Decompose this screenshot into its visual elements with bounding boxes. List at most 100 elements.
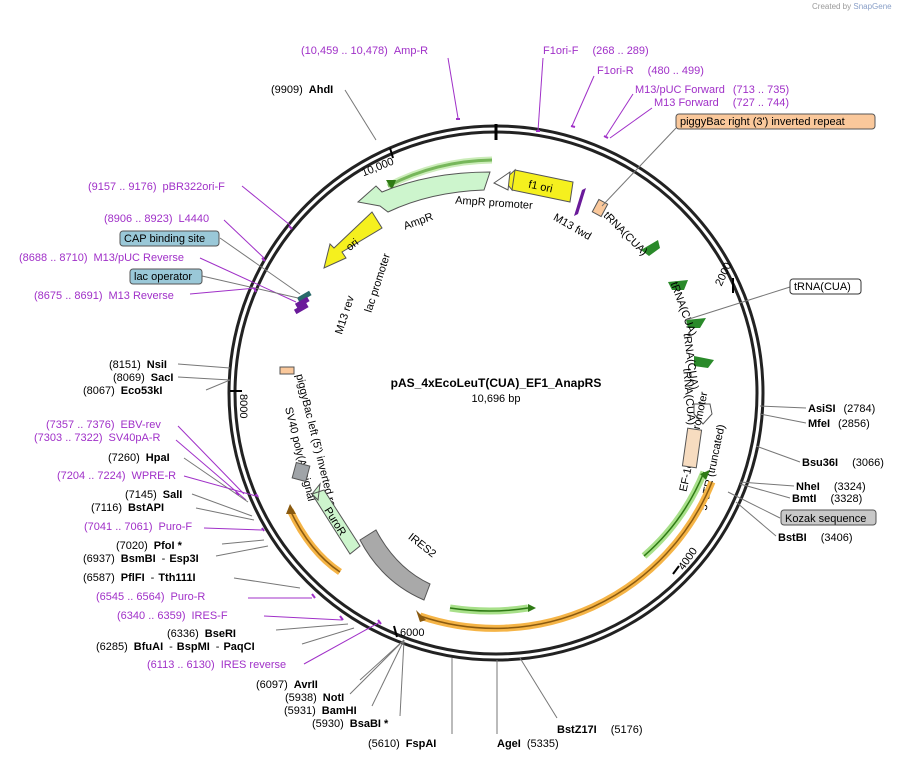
anaprs-green-track-line (449, 607, 529, 612)
ampr-arrow (356, 171, 491, 213)
svg-text:(8675 .. 8691)M13 Reverse: (8675 .. 8691)M13 Reverse (34, 290, 174, 302)
svg-text:M13 Forward(727 .. 744): M13 Forward(727 .. 744) (654, 97, 789, 109)
enzyme-pfoi[interactable]: (7020)PfoI * (116, 539, 265, 552)
svg-text:NheI(3324): NheI(3324) (796, 481, 866, 493)
feature-cap-binding-site[interactable]: CAP binding site (119, 230, 301, 295)
enzyme-hpai[interactable]: (7260)HpaI (108, 452, 249, 503)
ampr-track-arrow (386, 180, 396, 190)
enzyme-bsmbi[interactable]: (6937)BsmBI-Esp3I (83, 545, 269, 565)
plasmid-name: pAS_4xEcoLeuT(CUA)_EF1_AnapRS (391, 376, 602, 390)
enzyme-bsu36i[interactable]: Bsu36I(3066) (755, 445, 884, 469)
svg-text:(8688 .. 8710)M13/pUC Reverse: (8688 .. 8710)M13/pUC Reverse (19, 252, 184, 264)
enzyme-pflfi[interactable]: (6587)PflFI-Tth111I (83, 572, 301, 589)
puror-orange-arrowhead (286, 504, 296, 514)
enzyme-bfuai[interactable]: (6285)BfuAI-BspMI-PaqCI (96, 627, 355, 653)
svg-text:CAP binding site: CAP binding site (124, 233, 205, 245)
svg-text:tRNA(CUA): tRNA(CUA) (794, 281, 851, 293)
tick-8000: 8000 (237, 394, 249, 418)
svg-text:(6113 .. 6130)IRES reverse: (6113 .. 6130)IRES reverse (147, 659, 286, 671)
enzyme-ahdi[interactable]: (9909)AhdI (271, 84, 377, 141)
svg-text:MfeI(2856): MfeI(2856) (808, 418, 870, 430)
feature-kozak-sequence[interactable]: Kozak sequence (727, 491, 877, 526)
enzyme-bstapi[interactable]: (7116)BstAPI (91, 502, 255, 521)
svg-text:(7145)SalI: (7145)SalI (125, 489, 182, 501)
ampr-promoter-arrow (493, 170, 511, 191)
primer-site-mark-f1ori-r (570, 125, 576, 128)
svg-text:(6097)AvrII: (6097)AvrII (256, 679, 318, 691)
feature-lac-operator[interactable]: lac operator (129, 268, 299, 299)
f1-ori-label: f1 ori (527, 179, 553, 196)
enzyme-eco53ki[interactable]: (8067)Eco53kI (83, 379, 231, 397)
svg-text:AgeI(5335): AgeI(5335) (497, 738, 559, 750)
primer-ires-reverse[interactable]: (6113 .. 6130)IRES reverse (147, 621, 381, 671)
tick-4000-mark (672, 565, 680, 575)
enzyme-bsabi[interactable]: (5930)BsaBI * (312, 639, 405, 730)
puror-arrow (311, 482, 361, 555)
piggybac-left-glyph (279, 366, 295, 375)
trna-label-4: tRNA(CUA) (680, 368, 697, 426)
svg-text:(8067)Eco53kI: (8067)Eco53kI (83, 385, 162, 397)
puror-orange-track-line (289, 509, 341, 573)
primer-site-mark-pbr322 (288, 225, 293, 230)
ef1a-green-arrowhead (700, 470, 710, 480)
primer-site-mark-m13-rev (253, 287, 257, 293)
primer-wpre-r[interactable]: (7204 .. 7224)WPRE-R (57, 470, 257, 497)
enzyme-noti[interactable]: (5938)NotI (285, 639, 405, 704)
enzyme-fspai[interactable]: (5610)FspAI (368, 658, 453, 750)
svg-text:(8906 .. 8923)L4440: (8906 .. 8923)L4440 (104, 213, 209, 225)
enzyme-bamhi[interactable]: (5931)BamHI (284, 639, 405, 717)
ori-arrow (323, 211, 383, 269)
primer-sv40pa-r[interactable]: (7303 .. 7322)SV40pA-R (34, 432, 247, 501)
trna-arrow-4 (694, 356, 714, 368)
ires2-label: IRES2 (406, 531, 438, 560)
primer-puro-f[interactable]: (7041 .. 7061)Puro-F (84, 521, 263, 533)
enzyme-sali[interactable]: (7145)SalI (125, 489, 253, 517)
ltr-glyph (681, 427, 703, 469)
enzyme-nhei[interactable]: NheI(3324) (739, 481, 866, 493)
enzyme-agei[interactable]: AgeI(5335) (496, 660, 559, 750)
primer-ebv-rev[interactable]: (7357 .. 7376)EBV-rev (46, 419, 245, 495)
primer-l4440[interactable]: (8906 .. 8923)L4440 (104, 213, 265, 259)
svg-text:BstZ17I(5176): BstZ17I(5176) (557, 724, 643, 736)
primer-site-mark-ires-rev (377, 619, 382, 625)
enzyme-bmti[interactable]: BmtI(3328) (739, 483, 862, 505)
m13-fwd-label: M13 fwd (551, 212, 593, 243)
primer-ires-f[interactable]: (6340 .. 6359)IRES-F (117, 610, 343, 622)
primer-amp-r[interactable]: (10,459 .. 10,478)Amp-R (301, 45, 459, 119)
primer-m13-reverse[interactable]: (8675 .. 8691)M13 Reverse (34, 287, 257, 302)
tick-10000-mark (389, 147, 394, 159)
primer-m13-forward[interactable]: M13 Forward(727 .. 744) (609, 97, 789, 139)
enzyme-bstz17i[interactable]: BstZ17I(5176) (519, 657, 643, 736)
svg-text:(7204 .. 7224)WPRE-R: (7204 .. 7224)WPRE-R (57, 470, 176, 482)
primer-f1ori-f[interactable]: F1ori-F(268 .. 289) (537, 45, 649, 132)
svg-text:(7041 .. 7061)Puro-F: (7041 .. 7061)Puro-F (84, 521, 192, 533)
enzyme-mfei[interactable]: MfeI(2856) (759, 413, 870, 430)
tick-6000: 6000 (400, 627, 424, 639)
feature-piggybac-right[interactable]: piggyBac right (3') inverted repeat (601, 113, 876, 207)
m13-rev-label: M13 rev (333, 294, 357, 336)
svg-text:(7020)PfoI *: (7020)PfoI * (116, 540, 183, 552)
svg-text:(7303 .. 7322)SV40pA-R: (7303 .. 7322)SV40pA-R (34, 432, 161, 444)
enzyme-asisi[interactable]: AsiSI(2784) (759, 403, 875, 415)
trna-label-1: tRNA(CUA) (601, 210, 650, 259)
m13-fwd-marker (574, 188, 586, 216)
svg-text:AsiSI(2784): AsiSI(2784) (808, 403, 875, 415)
svg-text:(6340 .. 6359)IRES-F: (6340 .. 6359)IRES-F (117, 610, 228, 622)
primer-site-mark-l4440 (261, 257, 266, 262)
tick-2000: 2000 (713, 261, 734, 288)
enzyme-saci[interactable]: (8069)SacI (113, 372, 231, 384)
primer-m13-puc-forward[interactable]: M13/pUC Forward(713 .. 735) (605, 84, 789, 137)
primer-pbr322ori-f[interactable]: (9157 .. 9176)pBR322ori-F (88, 181, 291, 226)
primer-m13-puc-reverse[interactable]: (8688 .. 8710)M13/pUC Reverse (19, 252, 297, 303)
enzyme-bstbi[interactable]: BstBI(3406) (735, 501, 853, 544)
enzyme-bseri[interactable]: (6336)BseRI (167, 623, 349, 640)
primer-f1ori-r[interactable]: F1ori-R(480 .. 499) (571, 65, 704, 127)
enzyme-nsii[interactable]: (8151)NsiI (109, 359, 231, 371)
primer-puro-r[interactable]: (6545 .. 6564)Puro-R (96, 591, 312, 603)
plasmid-size: 10,696 bp (472, 393, 521, 405)
feature-trna-box[interactable]: tRNA(CUA) (685, 278, 862, 321)
ltr-orange-arrowhead (416, 610, 426, 622)
ef1a-green-track-line (643, 471, 705, 557)
svg-text:(9157 .. 9176)pBR322ori-F: (9157 .. 9176)pBR322ori-F (88, 181, 225, 193)
